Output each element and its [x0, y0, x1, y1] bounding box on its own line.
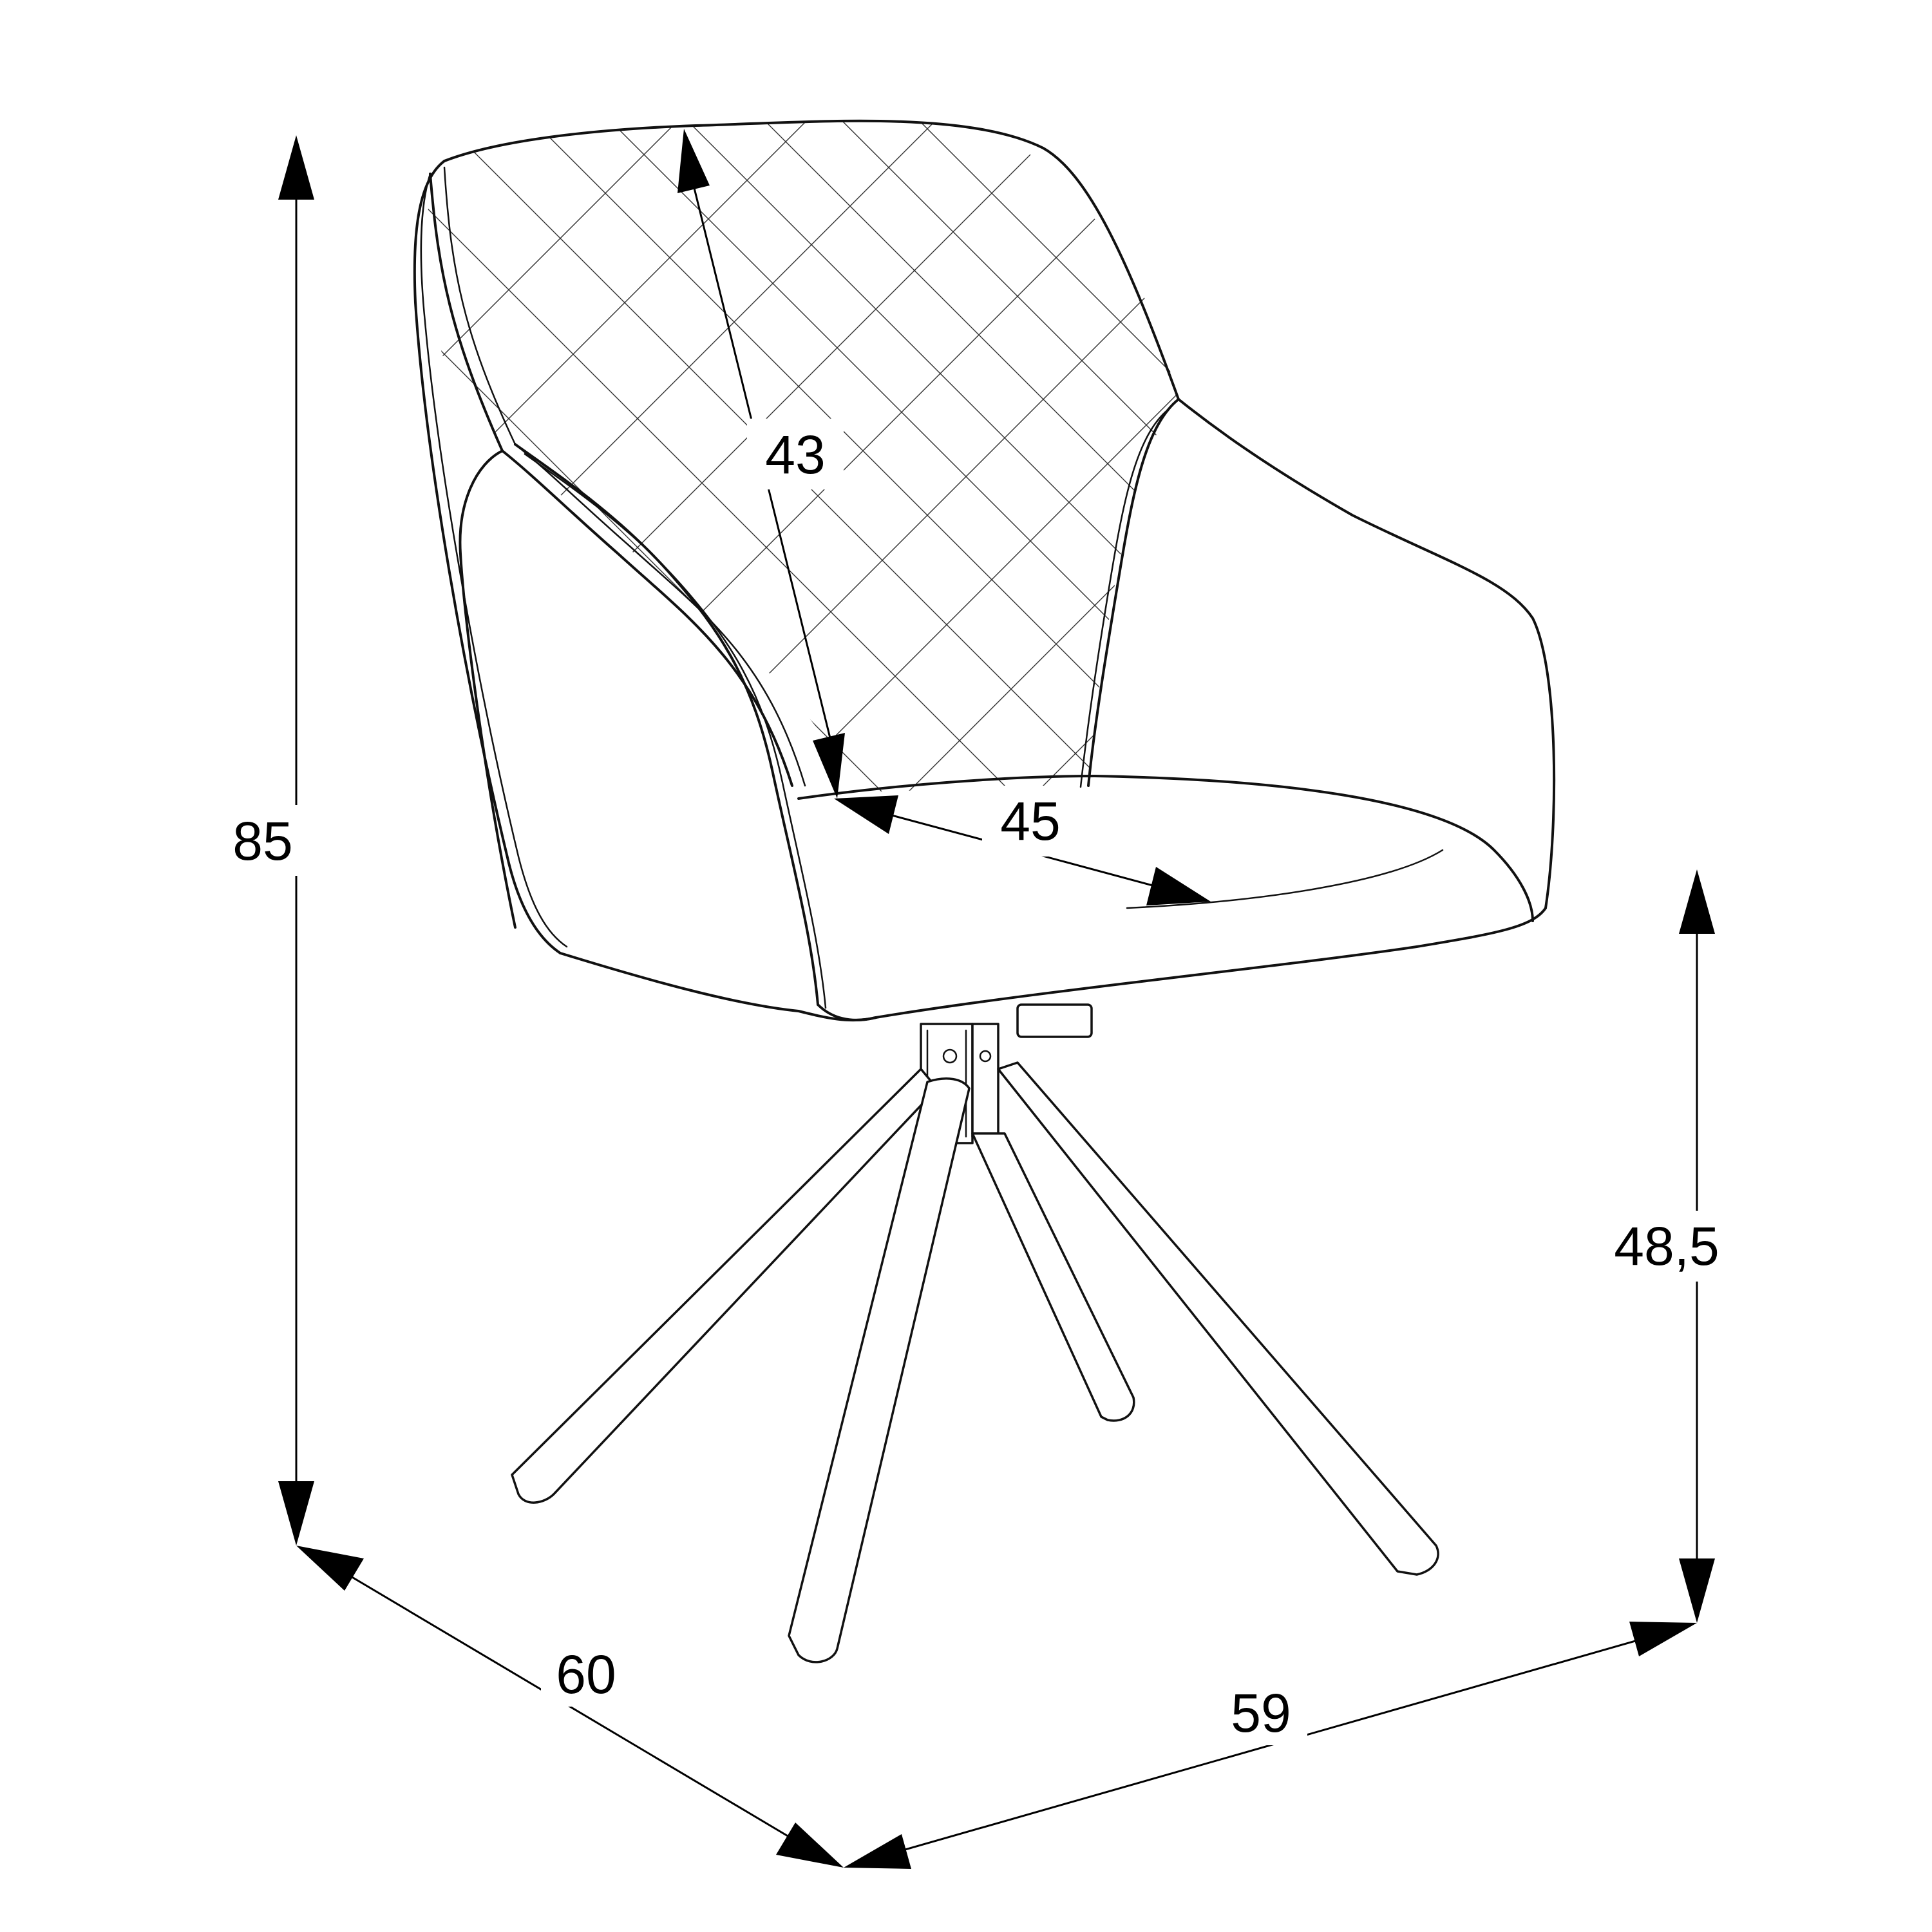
dimension-annotations: 85 43 45 48,5 [219, 129, 1732, 1869]
right-armrest-inner [1087, 398, 1180, 787]
chair [413, 119, 1556, 1663]
leg-back-left [511, 1068, 938, 1504]
left-armrest-front-piping [524, 453, 827, 1009]
dimension-seat-height: 48,5 [1597, 869, 1732, 1623]
dimension-backrest-height: 43 [677, 129, 845, 799]
seat-cushion-top [797, 775, 1495, 851]
backrest-left-shell-inner [420, 173, 568, 948]
leg-back-right [971, 1132, 1135, 1422]
label-backrest-height: 43 [765, 424, 825, 485]
dimension-total-height: 85 [219, 135, 314, 1546]
backrest-inner-left [429, 173, 793, 787]
label-total-height: 85 [232, 811, 292, 871]
left-armrest-front [459, 450, 516, 929]
label-seat-depth: 45 [1000, 791, 1060, 851]
dimension-width: 59 [844, 1622, 1697, 1869]
label-width: 59 [1231, 1683, 1291, 1743]
quilted-backrest-pattern [425, 120, 1179, 793]
leg-front-left [788, 1077, 971, 1663]
left-armrest-front-2 [514, 443, 819, 1006]
seat-bottom-edge [559, 907, 1547, 1022]
label-seat-height: 48,5 [1614, 1216, 1719, 1276]
right-armrest-inner-piping [1079, 408, 1170, 788]
label-depth: 60 [556, 1644, 616, 1705]
dimension-seat-depth: 45 [834, 786, 1211, 905]
backrest-outer-edge [443, 119, 1180, 401]
seat-cushion-right-edge [1493, 849, 1534, 922]
seat-cushion-front-edge [1126, 849, 1444, 909]
seat-left-side [817, 1003, 877, 1021]
dimension-depth: 60 [296, 1546, 844, 1868]
leg-front-right [997, 1061, 1439, 1576]
right-armrest [1177, 398, 1556, 909]
backrest-left-shell [413, 160, 562, 954]
backrest-inner-left-piping [443, 166, 806, 787]
